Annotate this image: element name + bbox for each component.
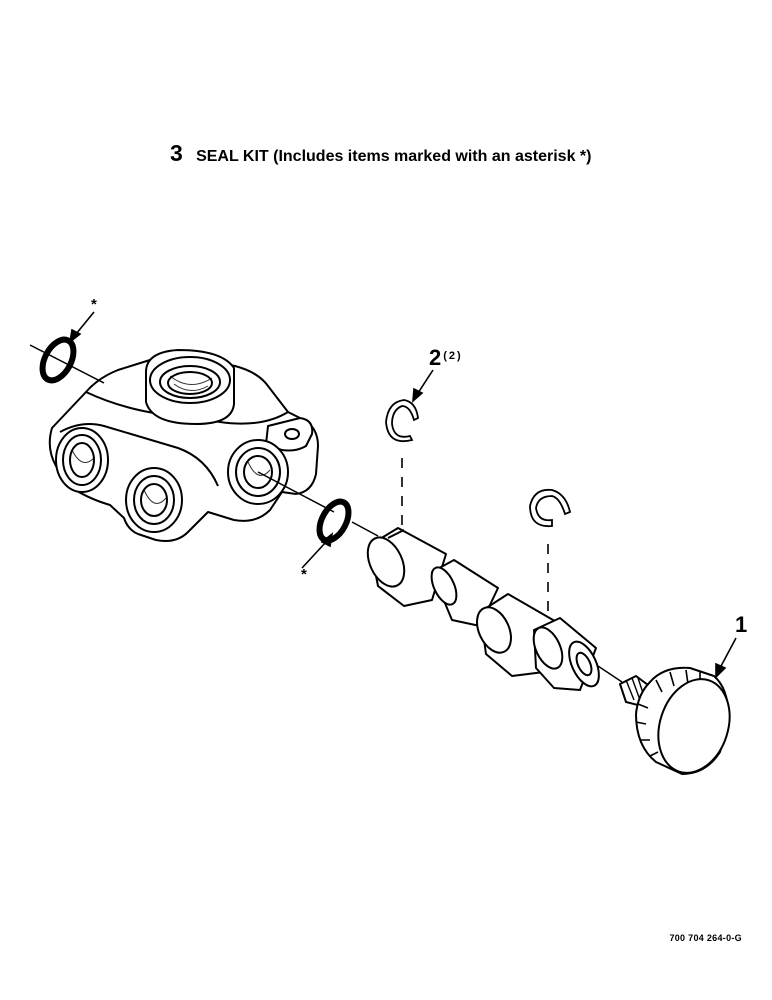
drawing-part-number: 700 704 264-0-G — [669, 933, 742, 943]
callout-item-2-quantity: (2) — [443, 350, 463, 362]
valve-spool — [366, 527, 600, 691]
asterisk-marker-middle: * — [301, 566, 307, 583]
retaining-ring-lower — [529, 488, 572, 528]
adjusting-knob — [619, 666, 731, 775]
callout-item-2-number: 2 — [429, 345, 442, 370]
heading-item-number: 3 — [170, 140, 183, 166]
o-ring-top — [39, 336, 77, 384]
seal-kit-heading: 3 SEAL KIT (Includes items marked with a… — [170, 140, 591, 167]
heading-text: SEAL KIT (Includes items marked with an … — [196, 148, 592, 165]
callout-item-1: 1 — [735, 612, 748, 637]
valve-body — [48, 349, 319, 542]
asterisk-marker-top: * — [91, 296, 97, 313]
retaining-ring-upper — [385, 399, 419, 443]
leader-arrows — [68, 311, 737, 679]
callout-item-2: 2(2) — [429, 345, 463, 371]
